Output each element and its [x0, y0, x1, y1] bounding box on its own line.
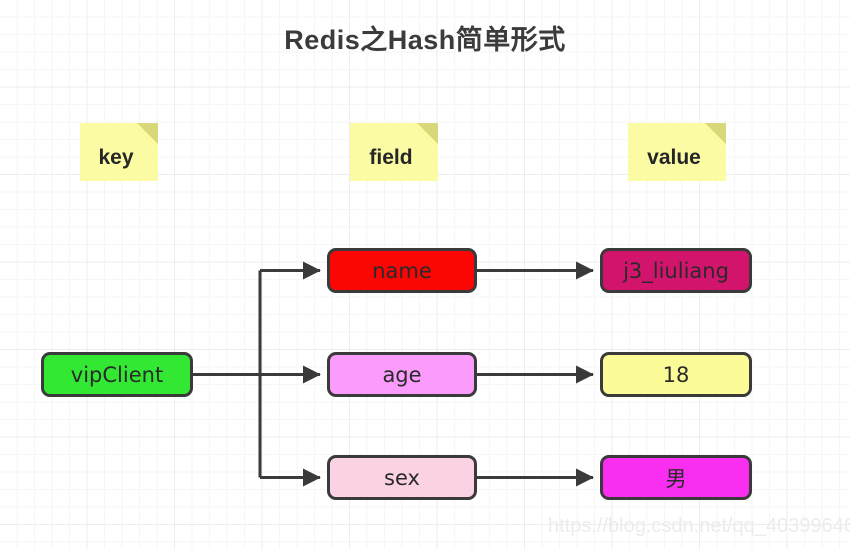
sticky-note-key-label: key	[98, 146, 134, 169]
folded-corner-icon	[137, 123, 158, 144]
node-field-name[interactable]: name	[327, 248, 477, 293]
node-field-age[interactable]: age	[327, 352, 477, 397]
sticky-note-field: field	[350, 123, 438, 181]
sticky-note-value: value	[628, 123, 726, 181]
watermark: https://blog.csdn.net/qq_40399646	[548, 515, 850, 537]
sticky-note-field-label: field	[369, 146, 413, 169]
node-value-18[interactable]: 18	[600, 352, 752, 397]
page-title: Redis之Hash简单形式	[284, 25, 566, 55]
node-key-vipclient[interactable]: vipClient	[41, 352, 193, 397]
sticky-note-key: key	[80, 123, 158, 181]
sticky-note-value-label: value	[647, 146, 701, 169]
folded-corner-icon	[705, 123, 726, 144]
node-field-sex[interactable]: sex	[327, 455, 477, 500]
folded-corner-icon	[417, 123, 438, 144]
node-value-male[interactable]: 男	[600, 455, 752, 500]
node-value-j3-liuliang[interactable]: j3_liuliang	[600, 248, 752, 293]
